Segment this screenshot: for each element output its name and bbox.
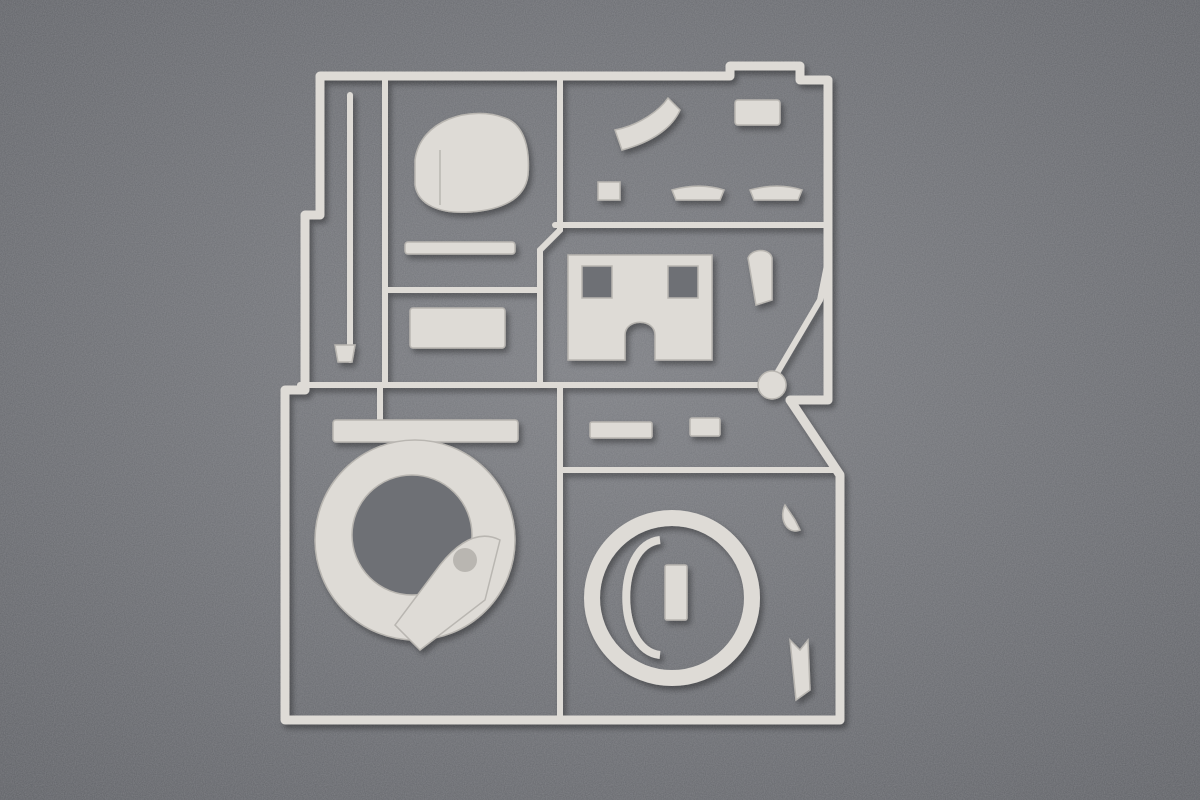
part-turret-top-plate bbox=[332, 419, 519, 443]
part-mid-bar-2 bbox=[689, 417, 721, 437]
part-saddle-1 bbox=[670, 185, 725, 201]
part-periscope bbox=[747, 249, 773, 306]
part-turret-vent bbox=[453, 548, 477, 572]
part-top-right-block bbox=[734, 99, 781, 126]
part-hatch-ring bbox=[584, 510, 760, 686]
sprue-runners bbox=[297, 77, 838, 723]
part-ring-node bbox=[757, 370, 787, 400]
part-fork bbox=[789, 637, 811, 702]
part-mid-bar-1 bbox=[589, 421, 653, 439]
part-hook bbox=[781, 503, 802, 532]
part-curved-guard bbox=[614, 96, 681, 151]
mantlet-window-right bbox=[667, 265, 699, 299]
frame-outline bbox=[280, 61, 845, 725]
part-bracket-small bbox=[334, 344, 356, 363]
part-barrel bbox=[404, 241, 516, 255]
sprue bbox=[280, 61, 845, 725]
part-hatch-hinge bbox=[664, 564, 688, 621]
part-hatch-arc bbox=[622, 536, 661, 659]
runner-center-vertical bbox=[537, 77, 563, 388]
part-breech-block bbox=[409, 307, 506, 349]
part-dome-plate bbox=[414, 112, 530, 214]
part-small-square bbox=[597, 181, 621, 201]
sprue-frame bbox=[280, 61, 845, 725]
part-saddle-2 bbox=[748, 185, 803, 201]
mantlet-window-left bbox=[581, 265, 613, 299]
runner-diag bbox=[767, 257, 831, 388]
